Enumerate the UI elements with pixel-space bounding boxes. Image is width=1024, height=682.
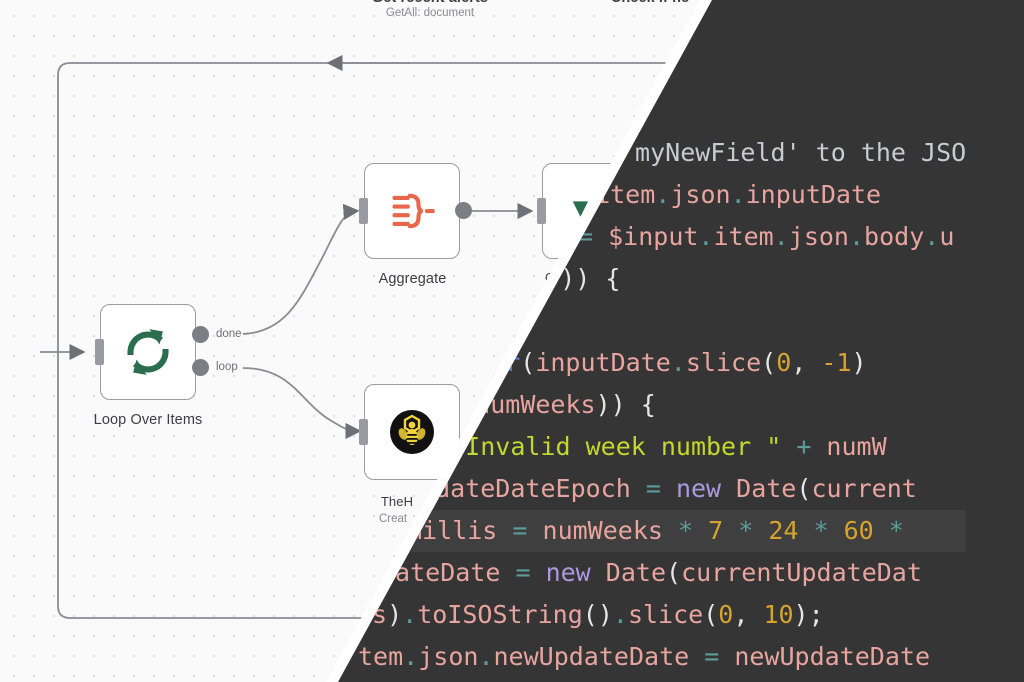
code-token: json: [788, 222, 849, 251]
code-lines-container[interactable]: 'myNewField' to the JSO.item.json.inputD…: [338, 132, 967, 678]
node-loop-over-items[interactable]: [100, 304, 196, 400]
code-token: (: [520, 348, 536, 377]
code-token: ): [851, 348, 867, 377]
code-token: inputDate: [745, 180, 882, 209]
code-token: current: [811, 474, 917, 503]
input-port-aggregate[interactable]: [359, 198, 368, 224]
code-token: tem: [358, 642, 404, 671]
code-token: (: [761, 348, 777, 377]
code-token: .: [924, 222, 940, 251]
node-title-loop-over-items: Loop Over Items: [93, 412, 203, 428]
node-subtitle-thehive: Creat: [378, 513, 408, 525]
code-token: =: [512, 516, 543, 545]
code-token: numWeeks: [542, 516, 678, 545]
node-title-check-if-new: Check if ne: [560, 0, 740, 6]
code-line[interactable]: tem.json.newUpdateDate = newUpdateDate: [338, 636, 966, 678]
code-token: currentUpdateDat: [681, 558, 922, 587]
code-token: *: [888, 516, 904, 545]
code-token: slice: [627, 600, 704, 629]
thehive-bee-icon: [390, 410, 434, 454]
code-token: body: [864, 222, 925, 251]
input-port-thehive[interactable]: [359, 419, 368, 445]
code-token: );: [793, 600, 824, 629]
code-token: .: [478, 642, 494, 671]
code-token: *: [678, 516, 709, 545]
code-token: )) {: [595, 390, 656, 419]
input-port-loop-over-items[interactable]: [95, 339, 104, 365]
code-check-icon: [572, 201, 589, 217]
code-token: slice: [685, 348, 762, 377]
code-token: ,: [733, 600, 764, 629]
code-token: newUpdateDate: [734, 642, 930, 671]
code-token: 0: [776, 348, 792, 377]
code-token: json: [418, 642, 479, 671]
code-token: inputDate: [535, 348, 671, 377]
code-token: .: [402, 600, 418, 629]
node-title-get-recent-alerts: Get recent alerts: [330, 0, 530, 6]
code-line[interactable]: = $input.item.json.body.u: [338, 216, 966, 258]
code-token: numW: [826, 432, 887, 461]
code-token: 60: [843, 516, 889, 545]
output-port-loop[interactable]: [192, 359, 209, 376]
code-token: 24: [768, 516, 814, 545]
code-token: -1: [821, 348, 852, 377]
code-token: u: [939, 222, 955, 251]
code-token: .: [773, 222, 789, 251]
code-token: 0: [718, 600, 734, 629]
code-token: newUpdateDate: [493, 642, 705, 671]
loop-refresh-icon: [127, 329, 169, 375]
code-token: .: [670, 348, 686, 377]
code-token: 'myNewField' to the JSO: [620, 138, 967, 167]
node-aggregate[interactable]: [364, 163, 460, 259]
code-token: .: [848, 222, 865, 251]
code-token: .: [698, 222, 714, 251]
code-token: ,: [791, 348, 822, 377]
output-label-done: done: [216, 328, 242, 340]
code-token: .: [655, 180, 671, 209]
output-label-loop: loop: [216, 361, 238, 373]
code-token: item: [713, 222, 774, 251]
code-token: (): [582, 600, 613, 629]
code-token: new: [545, 558, 606, 587]
code-token: (: [796, 474, 812, 503]
code-token: (: [703, 600, 719, 629]
output-port-done[interactable]: [192, 326, 209, 343]
node-subtitle-get-recent-alerts: GetAll: document: [385, 7, 475, 19]
node-title-thehive: TheH: [380, 494, 414, 509]
code-token: *: [813, 516, 844, 545]
input-port-change-date[interactable]: [537, 198, 546, 224]
code-token: .: [612, 600, 628, 629]
code-token: Date: [736, 474, 797, 503]
code-line[interactable]: s).toISOString().slice(0, 10);: [338, 594, 966, 636]
code-token: *: [738, 516, 769, 545]
code-token: json: [670, 180, 731, 209]
node-title-aggregate: Aggregate: [378, 271, 447, 287]
code-token: ): [387, 600, 403, 629]
code-token: =: [704, 642, 735, 671]
code-token: toISOString: [417, 600, 583, 629]
code-token: "Invalid week number ": [450, 432, 782, 461]
output-port-aggregate[interactable]: [455, 202, 472, 219]
code-token: $input: [608, 222, 699, 251]
code-token: =: [645, 474, 676, 503]
code-token: (: [666, 558, 682, 587]
code-token: )) {: [560, 264, 621, 293]
code-token: 10: [763, 600, 794, 629]
code-token: .: [403, 642, 419, 671]
code-token: 7: [708, 516, 739, 545]
code-line[interactable]: nMillis = numWeeks * 7 * 24 * 60 *: [338, 510, 967, 552]
code-token: =: [515, 558, 546, 587]
aggregate-merge-icon: [392, 193, 435, 229]
node-thehive[interactable]: [364, 384, 460, 480]
code-token: .: [730, 180, 746, 209]
code-line[interactable]: 'myNewField' to the JSO: [338, 132, 967, 174]
code-token: new: [675, 474, 737, 503]
code-token: +: [781, 432, 827, 461]
code-token: Date: [605, 558, 667, 587]
code-line[interactable]: dateDate = new Date(currentUpdateDat: [338, 552, 966, 594]
